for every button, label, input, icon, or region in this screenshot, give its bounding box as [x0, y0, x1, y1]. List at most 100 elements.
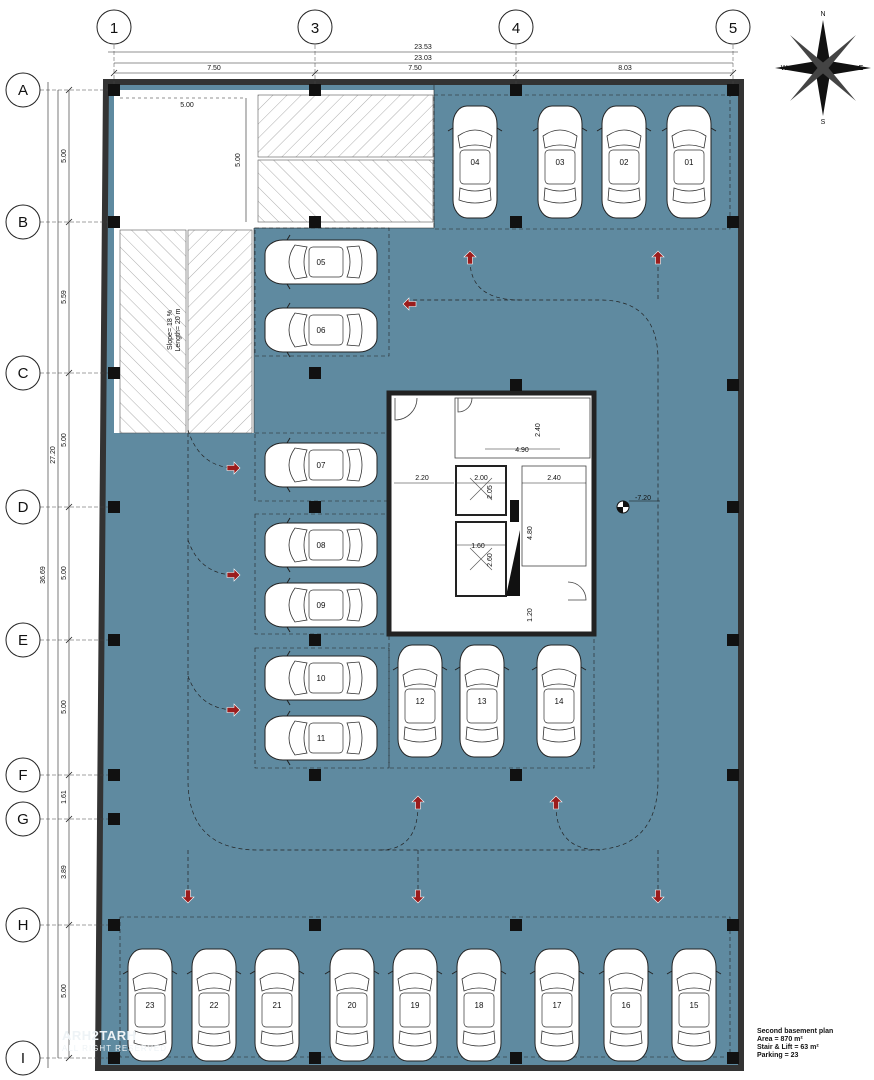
car-mirror: [451, 970, 458, 975]
ramp-lower-hatch-b: [187, 229, 253, 434]
core-dim-label: 1.20: [527, 608, 534, 622]
structural-column: [727, 501, 739, 513]
parking-spot-number: 18: [475, 1001, 484, 1010]
car-mirror: [324, 970, 331, 975]
car-roof: [678, 992, 710, 1028]
dim-left-overall-inner: 27.20: [50, 446, 57, 464]
car-mirror: [373, 970, 380, 975]
spot-number-bg: [470, 999, 488, 1011]
car-rear-window: [462, 1030, 496, 1047]
dim-tick: [65, 1054, 73, 1062]
structural-column: [108, 634, 120, 646]
grid-label-row: C: [18, 365, 29, 382]
parking-spot: 17: [529, 948, 585, 1062]
traffic-direction-arrow: [651, 889, 665, 904]
parking-spot-number: 17: [553, 1001, 562, 1010]
dim-tick: [65, 503, 73, 511]
dim-left-span: 5.00: [61, 433, 68, 447]
car-windshield: [288, 660, 308, 696]
car-mirror: [171, 970, 178, 975]
traffic-direction-arrow: [226, 703, 241, 717]
grid-label-row: B: [18, 214, 28, 231]
plan-info: Second basement plan Area = 870 m² Stair…: [757, 1028, 833, 1060]
parking-spot-number: 14: [555, 697, 564, 706]
car-mirror: [454, 666, 461, 671]
car-rear-window: [398, 1030, 432, 1047]
parking-spot-number: 16: [622, 1001, 631, 1010]
grid-bubble-row: [5, 801, 41, 837]
parking-spot-number: 23: [146, 1001, 155, 1010]
car-roof: [543, 688, 575, 724]
traffic-direction-arrow: [411, 795, 425, 810]
parking-spot: 05: [264, 234, 378, 290]
car-windshield: [288, 720, 308, 756]
watermark-name: ARH2TARH: [62, 1028, 137, 1043]
spot-number-bg: [268, 999, 286, 1011]
car-rear-window: [260, 1030, 294, 1047]
structural-column: [727, 769, 739, 781]
car-rear-window: [335, 1030, 369, 1047]
car-mirror: [286, 234, 291, 241]
car-mirror: [436, 970, 443, 975]
parking-spot: 10: [264, 650, 378, 706]
parking-spot-number: 22: [210, 1001, 219, 1010]
parking-spot-number: 21: [273, 1001, 282, 1010]
car-mirror: [598, 970, 605, 975]
dim-left-span: 5.59: [61, 290, 68, 304]
parking-spot: 23: [122, 948, 178, 1062]
car-roof: [404, 688, 436, 724]
car-roof: [610, 992, 642, 1028]
car-roof: [541, 992, 573, 1028]
ramp-upper-hatch-a: [257, 94, 434, 158]
grid-label-row: H: [18, 917, 29, 934]
car-windshield: [196, 972, 232, 992]
dim-top-total-inner: 23.03: [414, 55, 432, 62]
spot-number-bg: [411, 695, 429, 707]
parking-spot: 19: [387, 948, 443, 1062]
car-windshield: [542, 129, 578, 149]
core-dim-label: 4.90: [515, 447, 529, 454]
grid-bubble-col: [96, 9, 132, 45]
car-mirror: [286, 566, 291, 573]
spot-number-bg: [550, 695, 568, 707]
core-dim-label: 4.80: [527, 526, 534, 540]
core-dim-label: 2.60: [487, 553, 494, 567]
shaft-fill: [506, 530, 520, 596]
car-windshield: [457, 129, 493, 149]
dim-left-span: 5.00: [61, 566, 68, 580]
grid-bubble-row: [5, 204, 41, 240]
core-dim-label: 2.40: [535, 423, 542, 437]
spot-number-bg: [205, 999, 223, 1011]
car-rear-window: [672, 187, 706, 204]
watermark: ARH2TARH ALL RIGHT RESERVED: [62, 1028, 167, 1053]
structural-column: [727, 634, 739, 646]
core: 4.90 2.40 2.20 2.00 2.40 2.05 4.80 1.60 …: [386, 390, 597, 637]
parking-spot: 09: [264, 577, 378, 633]
car-windshield: [334, 972, 370, 992]
car-windshield: [464, 668, 500, 688]
lift-x-2: [469, 477, 493, 501]
grid-bubble-row: [5, 489, 41, 525]
core-dim-label: 2.05: [487, 485, 494, 499]
car-windshield: [288, 587, 308, 623]
car-mirror: [661, 127, 668, 132]
spot-number-bg: [685, 999, 703, 1011]
spot-number-bg: [312, 256, 330, 268]
car-windshield: [402, 668, 438, 688]
car-mirror: [286, 283, 291, 290]
structural-column: [309, 634, 321, 646]
spot-number-bg: [473, 695, 491, 707]
parking-spot-number: 03: [556, 158, 565, 167]
car-rear-window: [346, 661, 363, 695]
car-roof: [544, 149, 576, 185]
car-windshield: [288, 527, 308, 563]
car-mirror: [715, 970, 722, 975]
car-mirror: [531, 666, 538, 671]
structural-column: [108, 769, 120, 781]
level-marker-label: -7.20: [635, 495, 651, 502]
structural-column: [727, 919, 739, 931]
grid-bubble-row: [5, 622, 41, 658]
structural-column: [309, 367, 321, 379]
dim-top-span: 7.50: [207, 65, 221, 72]
